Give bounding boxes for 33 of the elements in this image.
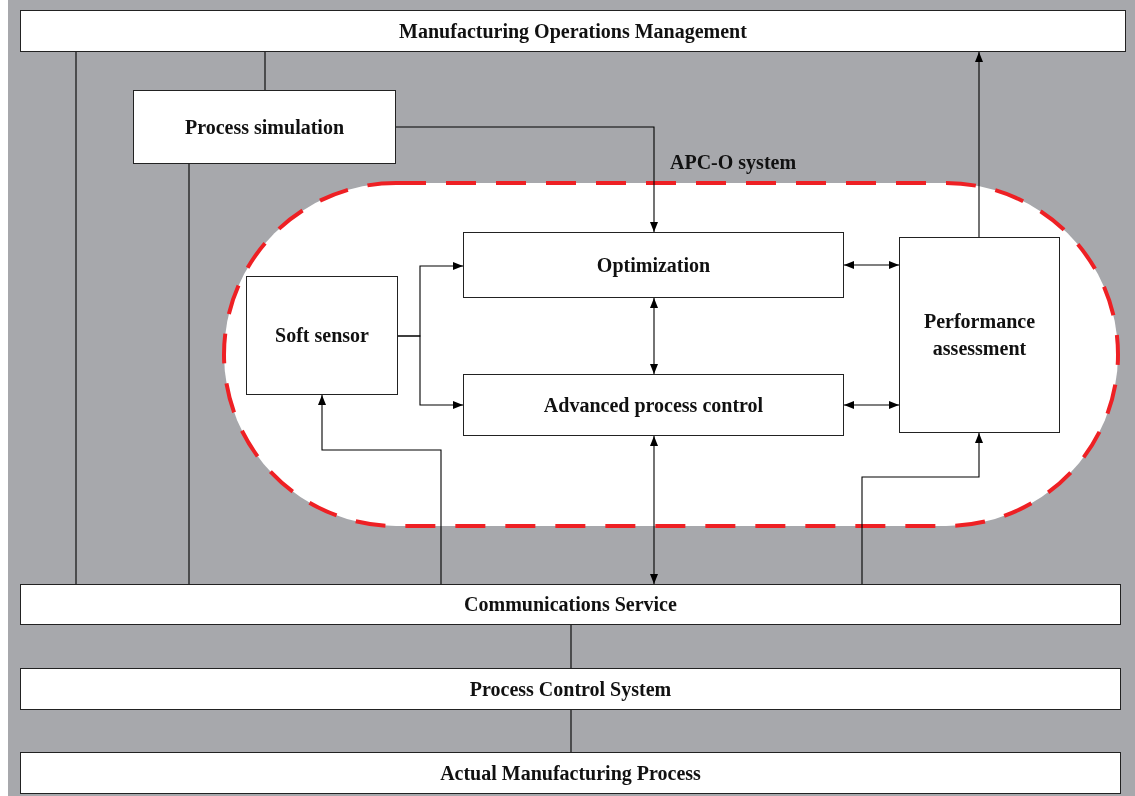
arrow (843, 261, 900, 269)
arrow (397, 335, 464, 409)
arrow (395, 126, 658, 233)
arrow (650, 435, 658, 585)
process-box (463, 232, 844, 298)
arrow (318, 394, 442, 585)
connector-line (75, 51, 77, 585)
arrow (861, 432, 983, 585)
arrow (975, 51, 983, 238)
box-label: Process simulation (184, 114, 345, 140)
arrow (843, 401, 900, 409)
region-heading: APC-O system (670, 150, 797, 176)
process-box (133, 90, 396, 164)
process-box (899, 237, 1060, 433)
connector-line (264, 51, 266, 91)
connector-line (570, 624, 572, 669)
box-label: Soft sensor (275, 323, 369, 348)
connector-line (188, 163, 190, 585)
box-label: Process Control System (469, 676, 672, 703)
process-box (246, 276, 398, 395)
box-label: Actual Manufacturing Process (440, 760, 701, 787)
process-box (463, 374, 844, 436)
process-box (20, 10, 1126, 52)
process-box (20, 752, 1121, 794)
connector-line (570, 709, 572, 753)
box-label: Optimization (596, 252, 711, 279)
process-box (20, 668, 1121, 710)
box-label: Communications Service (464, 592, 677, 617)
box-label: Performance assessment (922, 309, 1036, 361)
box-label: Advanced process control (543, 392, 764, 419)
box-label: Manufacturing Operations Management (399, 18, 747, 45)
arrow (650, 297, 658, 375)
process-box (20, 584, 1121, 625)
